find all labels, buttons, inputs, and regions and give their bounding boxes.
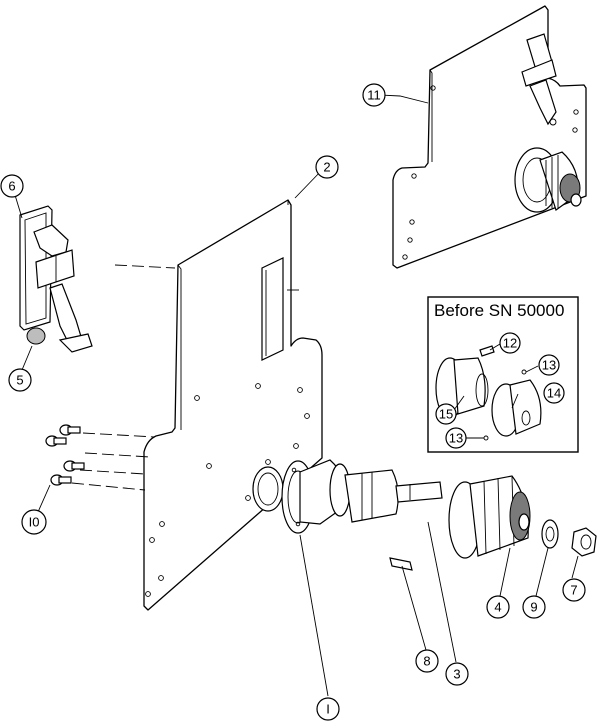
callout-6-label: 6	[8, 179, 15, 194]
callout-9-label: 9	[530, 600, 537, 615]
callout-1-label: I	[326, 702, 330, 717]
callout-10-label: I0	[29, 515, 40, 530]
callout-2-label: 2	[323, 160, 330, 175]
callout-8-label: 8	[423, 654, 430, 669]
callout-5: 5	[8, 368, 32, 392]
callout-1: I	[316, 697, 340, 721]
callout-11-label: 11	[367, 88, 381, 103]
callout-13-lower: 13	[445, 427, 467, 449]
plate-11-outline	[392, 5, 587, 269]
callout-14: 14	[543, 382, 565, 404]
callout-11: 11	[362, 83, 386, 107]
part-6-latch-bracket	[19, 205, 93, 353]
callout-7: 7	[562, 578, 586, 602]
part-10-bolts	[45, 424, 85, 486]
callout-12-label: 12	[503, 336, 517, 351]
leader-lines	[14, 94, 579, 697]
callout-2: 2	[315, 155, 339, 179]
callout-14-label: 14	[547, 386, 561, 401]
part-9-washer	[541, 519, 559, 549]
assembly-centerlines	[71, 264, 300, 491]
callout-10: I0	[21, 509, 47, 535]
part-5-knob	[26, 327, 46, 345]
callout-13-lower-label: 13	[449, 431, 463, 446]
callout-3-label: 3	[453, 667, 460, 682]
callout-13-upper-label: 13	[542, 358, 556, 373]
callout-15: 15	[435, 403, 457, 425]
part-4-drive-hub	[448, 475, 531, 559]
part-11-plate-assembly	[392, 5, 587, 269]
callout-6: 6	[0, 174, 24, 198]
callout-7-label: 7	[570, 583, 577, 598]
part-7-nut	[571, 527, 597, 557]
inset-title: Before SN 50000	[434, 301, 564, 320]
callout-3: 3	[445, 662, 469, 686]
callout-4: 4	[486, 595, 510, 619]
callout-4-label: 4	[494, 600, 501, 615]
plate-2-outline	[143, 199, 323, 611]
callout-8: 8	[415, 649, 439, 673]
inset-before-sn-50000: Before SN 50000	[427, 296, 579, 453]
callout-13-upper: 13	[538, 354, 560, 376]
part-8-key	[389, 557, 413, 571]
callout-5-label: 5	[16, 373, 23, 388]
part-1-flanged-bearing	[281, 459, 443, 534]
callout-12: 12	[499, 332, 521, 354]
callout-9: 9	[522, 595, 546, 619]
callout-15-label: 15	[439, 407, 453, 422]
part-2-main-plate	[143, 199, 323, 611]
